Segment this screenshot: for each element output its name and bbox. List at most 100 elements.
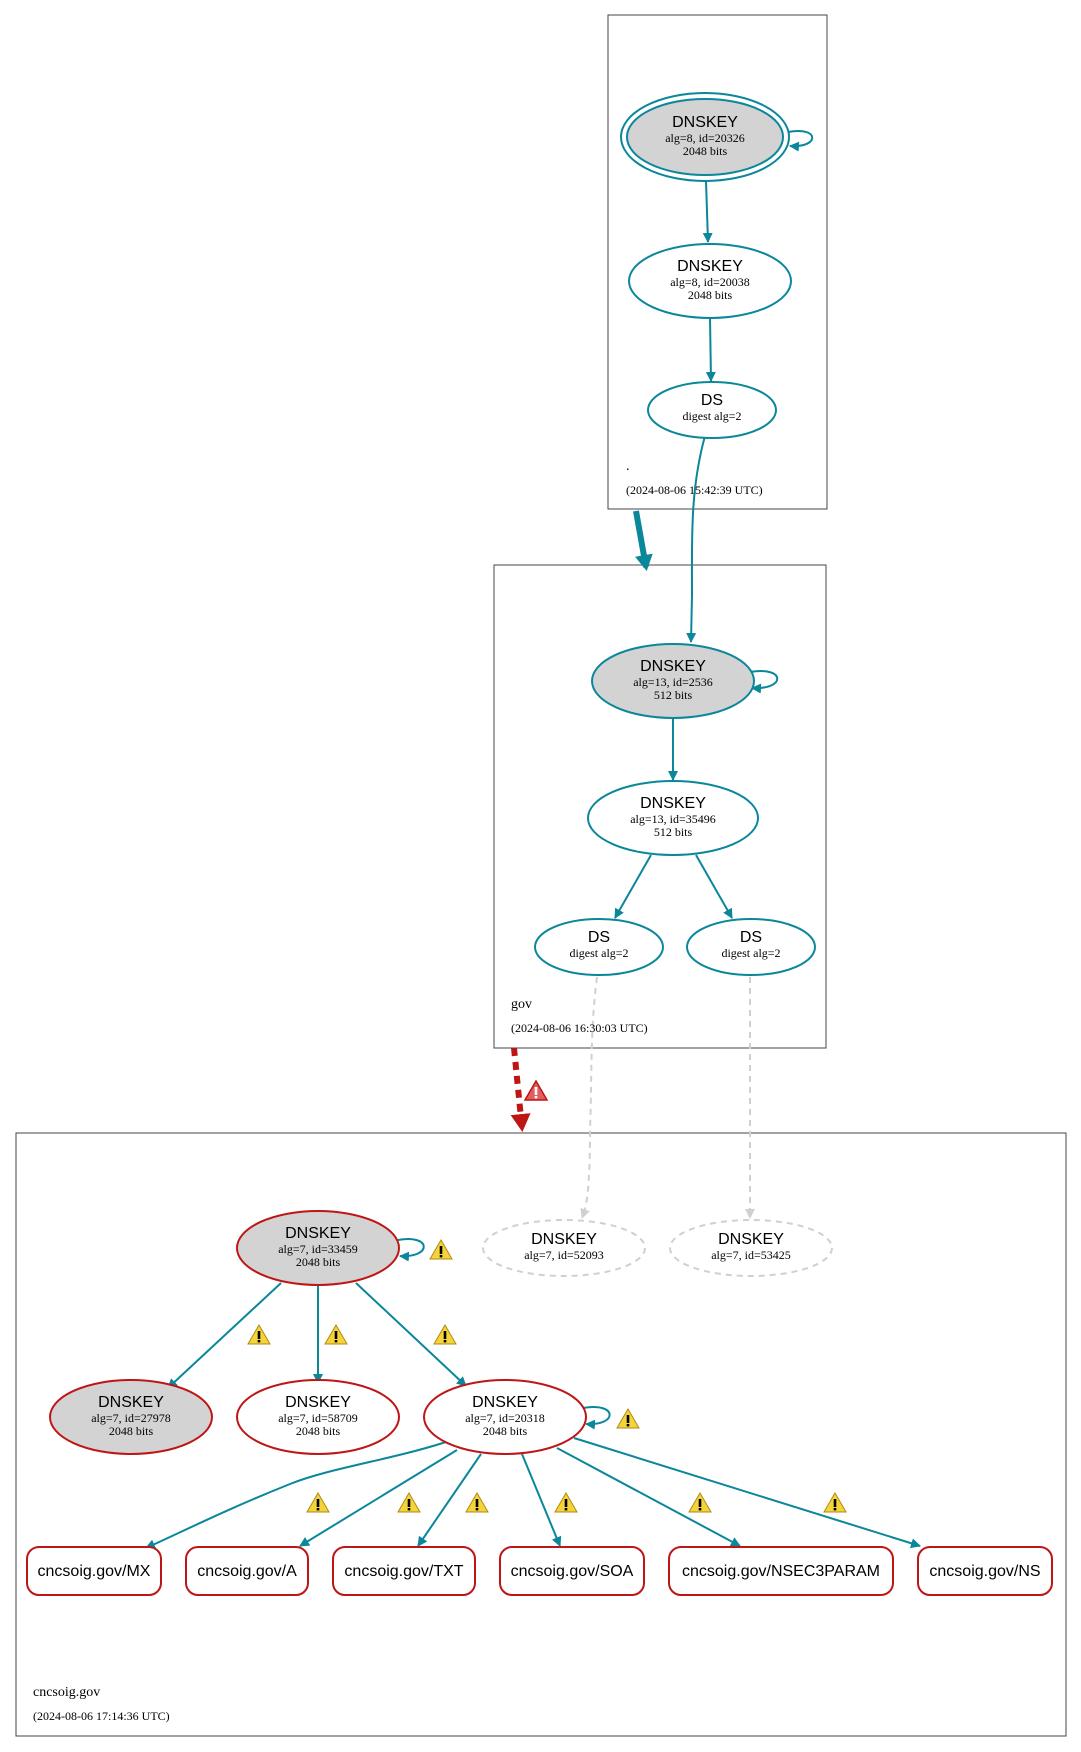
zone-cncsoig-name: cncsoig.gov — [33, 1685, 100, 1700]
warning-icon — [823, 1492, 847, 1513]
edge-c-zsk-mx — [145, 1441, 447, 1549]
root-ksk-alg: alg=8, id=20326 — [665, 131, 745, 145]
gov-ds1-title: DS — [588, 929, 610, 946]
warning-icon — [465, 1492, 489, 1513]
rrset-a-label: cncsoig.gov/A — [197, 1563, 297, 1580]
warning-icon — [397, 1492, 421, 1513]
warning-icon — [247, 1324, 271, 1345]
gov-ksk-alg: alg=13, id=2536 — [633, 675, 713, 689]
rrset-a-node[interactable]: cncsoig.gov/A — [185, 1546, 309, 1596]
root-ds-digest: digest alg=2 — [682, 409, 741, 423]
rrset-mx-node[interactable]: cncsoig.gov/MX — [26, 1546, 162, 1596]
edge-root-zsk-ds — [705, 317, 716, 382]
gov-ds2-title: DS — [740, 929, 762, 946]
c-key-27978-node[interactable]: DNSKEY alg=7, id=27978 2048 bits — [49, 1379, 213, 1455]
rrset-txt-node[interactable]: cncsoig.gov/TXT — [332, 1546, 476, 1596]
root-zsk-node[interactable]: DNSKEY alg=8, id=20038 2048 bits — [628, 243, 792, 319]
zone-root-name: . — [626, 459, 630, 474]
gov-zsk-bits: 512 bits — [654, 825, 693, 839]
zone-gov-box — [493, 564, 827, 1049]
c-missing1-alg: alg=7, id=52093 — [524, 1248, 604, 1262]
root-zsk-title: DNSKEY — [677, 258, 743, 275]
c-key27978-alg: alg=7, id=27978 — [91, 1411, 171, 1425]
edge-gov-to-cncsoig-delegation — [510, 1047, 531, 1132]
zone-root-box — [607, 14, 828, 510]
rrset-soa-node[interactable]: cncsoig.gov/SOA — [499, 1546, 645, 1596]
c-key27978-title: DNSKEY — [98, 1394, 164, 1411]
rrset-txt-label: cncsoig.gov/TXT — [344, 1563, 463, 1580]
edge-root-to-gov-delegation — [633, 510, 653, 571]
c-ksk-alg: alg=7, id=33459 — [278, 1242, 358, 1256]
gov-ds1-digest: digest alg=2 — [569, 946, 628, 960]
warning-icon — [688, 1492, 712, 1513]
warning-icon — [616, 1408, 640, 1429]
edge-c-zsk-txt — [417, 1453, 482, 1547]
edge-c-ksk-self — [397, 1238, 425, 1262]
c-key58709-title: DNSKEY — [285, 1394, 351, 1411]
gov-ksk-title: DNSKEY — [640, 658, 706, 675]
gov-zsk-alg: alg=13, id=35496 — [630, 812, 716, 826]
c-ksk-bits: 2048 bits — [296, 1255, 341, 1269]
edge-c-zsk-soa — [521, 1453, 562, 1547]
warning-icon — [433, 1324, 457, 1345]
zone-root-timestamp: (2024-08-06 15:42:39 UTC) — [626, 483, 763, 497]
edge-root-ksk-self — [787, 129, 814, 152]
c-key58709-bits: 2048 bits — [296, 1424, 341, 1438]
gov-ds1-node[interactable]: DS digest alg=2 — [534, 918, 664, 976]
gov-ksk-bits: 512 bits — [654, 688, 693, 702]
c-missing2-title: DNSKEY — [718, 1231, 784, 1248]
c-missing1-title: DNSKEY — [531, 1231, 597, 1248]
edge-c-zsk-ns — [573, 1437, 921, 1549]
c-zsk-title: DNSKEY — [472, 1394, 538, 1411]
zone-cncsoig-timestamp: (2024-08-06 17:14:36 UTC) — [33, 1709, 170, 1723]
edge-root-ds-gov-ksk — [686, 435, 706, 643]
gov-ksk-node[interactable]: DNSKEY alg=13, id=2536 512 bits — [591, 643, 755, 719]
root-ds-title: DS — [701, 392, 723, 409]
c-missing-key-52093-node[interactable]: DNSKEY alg=7, id=52093 — [482, 1219, 646, 1277]
root-zsk-bits: 2048 bits — [688, 288, 733, 302]
edge-gov-ds1-missing1 — [580, 976, 598, 1219]
c-ksk-title: DNSKEY — [285, 1225, 351, 1242]
edge-c-ksk-20318 — [355, 1282, 467, 1387]
c-missing-key-53425-node[interactable]: DNSKEY alg=7, id=53425 — [669, 1219, 833, 1277]
c-ksk-node[interactable]: DNSKEY alg=7, id=33459 2048 bits — [236, 1210, 400, 1286]
rrset-nsec3param-node[interactable]: cncsoig.gov/NSEC3PARAM — [668, 1546, 894, 1596]
c-key58709-alg: alg=7, id=58709 — [278, 1411, 358, 1425]
rrset-ns-label: cncsoig.gov/NS — [929, 1563, 1040, 1580]
c-missing2-alg: alg=7, id=53425 — [711, 1248, 791, 1262]
rrset-mx-label: cncsoig.gov/MX — [38, 1563, 151, 1580]
warning-icon — [324, 1324, 348, 1345]
warning-icon — [429, 1239, 453, 1260]
edge-gov-zsk-ds2 — [695, 854, 733, 919]
root-ksk-node[interactable]: DNSKEY alg=8, id=20326 2048 bits — [620, 92, 790, 182]
zone-cncsoig-box — [15, 1132, 1067, 1737]
rrset-nsec3param-label: cncsoig.gov/NSEC3PARAM — [682, 1563, 880, 1580]
c-zsk-alg: alg=7, id=20318 — [465, 1411, 545, 1425]
zone-gov-timestamp: (2024-08-06 16:30:03 UTC) — [511, 1021, 648, 1035]
edge-c-zsk-a — [299, 1449, 458, 1547]
gov-zsk-node[interactable]: DNSKEY alg=13, id=35496 512 bits — [587, 780, 759, 856]
gov-ds2-digest: digest alg=2 — [721, 946, 780, 960]
root-ds-node[interactable]: DS digest alg=2 — [647, 381, 777, 439]
edge-root-ksk-zsk — [702, 180, 713, 243]
edge-c-zsk-self — [582, 1406, 611, 1430]
root-ksk-title: DNSKEY — [672, 114, 738, 131]
c-key-58709-node[interactable]: DNSKEY alg=7, id=58709 2048 bits — [236, 1379, 400, 1455]
c-zsk-node[interactable]: DNSKEY alg=7, id=20318 2048 bits — [423, 1379, 587, 1455]
error-icon — [524, 1080, 548, 1101]
rrset-soa-label: cncsoig.gov/SOA — [511, 1563, 634, 1580]
edge-gov-ksk-self — [749, 670, 779, 694]
edge-c-zsk-nsec3param — [556, 1447, 741, 1547]
edge-gov-zsk-ds1 — [614, 854, 652, 919]
gov-zsk-title: DNSKEY — [640, 795, 706, 812]
edge-c-ksk-27978 — [167, 1282, 282, 1389]
warning-icon — [306, 1492, 330, 1513]
root-ksk-bits: 2048 bits — [683, 144, 728, 158]
c-zsk-bits: 2048 bits — [483, 1424, 528, 1438]
rrset-ns-node[interactable]: cncsoig.gov/NS — [917, 1546, 1053, 1596]
zone-gov-name: gov — [511, 997, 532, 1012]
warning-icon — [554, 1492, 578, 1513]
root-zsk-alg: alg=8, id=20038 — [670, 275, 750, 289]
gov-ds2-node[interactable]: DS digest alg=2 — [686, 918, 816, 976]
